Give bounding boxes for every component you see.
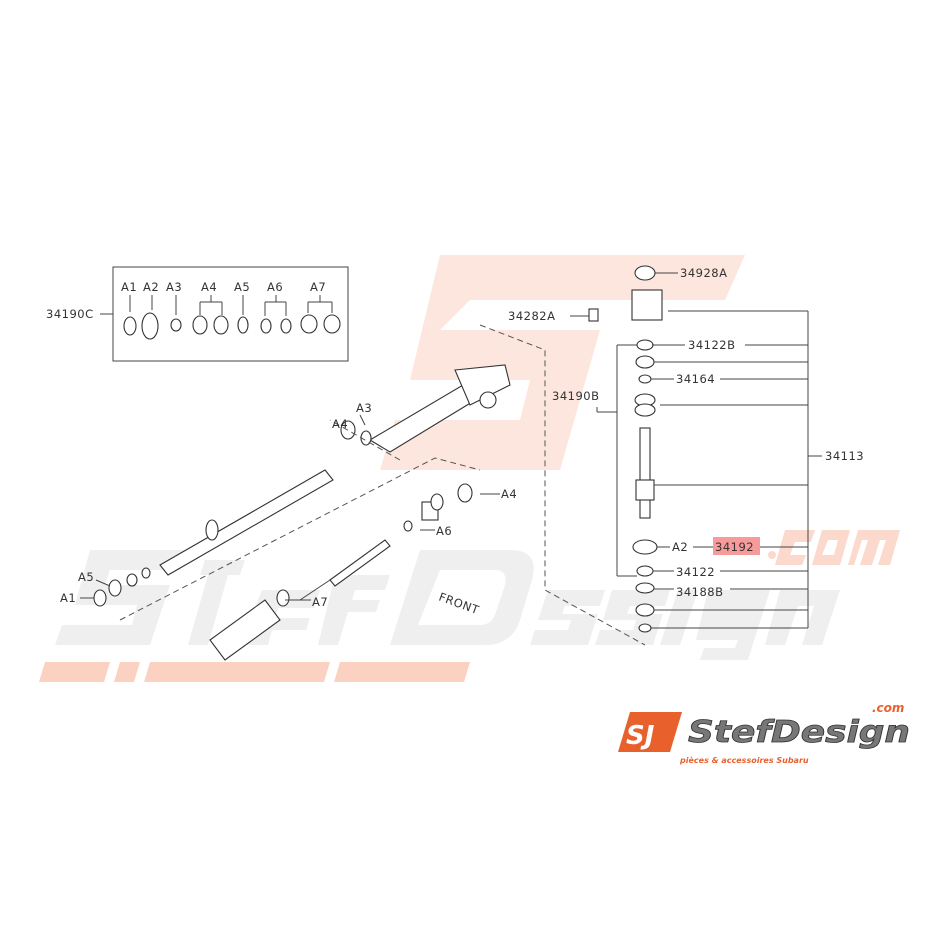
watermark xyxy=(39,255,900,682)
kit-item-a6: A6 xyxy=(267,280,283,294)
label-34113: 34113 xyxy=(825,449,864,463)
valve-assembly: 34928A 34282A 34122B 34164 34190B 34113 … xyxy=(508,265,864,633)
kit-item-a3: A3 xyxy=(166,280,182,294)
label-34282a: 34282A xyxy=(508,309,555,323)
label-34122b: 34122B xyxy=(688,338,735,352)
label-34122: 34122 xyxy=(676,565,715,579)
highlight-34192 xyxy=(713,537,760,555)
label-a5: A5 xyxy=(78,570,94,584)
logo-badge xyxy=(618,712,682,752)
steering-rack: A3 A4 A4 A6 A5 A1 A7 FRONT xyxy=(60,324,646,661)
logo-tagline: pièces & accessoires Subaru xyxy=(679,755,809,765)
kit-box: 34190C A1 A2 A3 A4 A5 A6 A7 xyxy=(46,266,349,362)
kit-item-a4: A4 xyxy=(201,280,217,294)
watermark-tagline-graphic xyxy=(39,662,470,682)
kit-item-a5: A5 xyxy=(234,280,250,294)
label-a7: A7 xyxy=(312,595,328,609)
kit-item-a7: A7 xyxy=(310,280,326,294)
watermark-brand-graphic xyxy=(55,550,840,660)
label-a1: A1 xyxy=(60,591,76,605)
watermark-monogram xyxy=(380,255,745,470)
label-a4-right: A4 xyxy=(501,487,517,501)
label-a2: A2 xyxy=(672,540,688,554)
label-34188b: 34188B xyxy=(676,585,723,599)
kit-item-a2: A2 xyxy=(143,280,159,294)
label-34164: 34164 xyxy=(676,372,715,386)
label-a3: A3 xyxy=(356,401,372,415)
stefdesign-logo: SJ StefDesign .com pièces & accessoires … xyxy=(618,701,910,765)
label-a6: A6 xyxy=(436,524,452,538)
label-34192[interactable]: 34192 xyxy=(715,540,754,554)
watermark-dotcom-graphic xyxy=(768,530,900,565)
logo-dotcom: .com xyxy=(872,701,904,715)
kit-item-a1: A1 xyxy=(121,280,137,294)
logo-brand: StefDesign xyxy=(688,715,910,750)
front-indicator: FRONT xyxy=(437,590,481,618)
logo-monogram: SJ xyxy=(626,721,655,751)
label-34190b: 34190B xyxy=(552,389,599,403)
label-34928a: 34928A xyxy=(680,266,727,280)
label-a4-left: A4 xyxy=(332,417,348,431)
kit-part-number: 34190C xyxy=(46,307,94,321)
